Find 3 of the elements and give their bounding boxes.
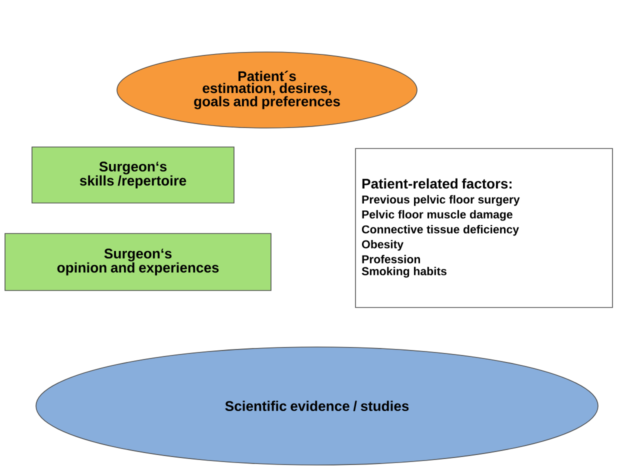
surgeon-box: Surgeon‘s skills /repertoire: [32, 146, 234, 204]
surgeon-box: Surgeon‘s opinion and experiences: [4, 233, 272, 291]
factors-box: Patient-related factors: Previous pelvic floor surgery Pelvic floor muscle damage Connective tissue deficiency Obesity Profession Smoking habits: [355, 148, 613, 308]
